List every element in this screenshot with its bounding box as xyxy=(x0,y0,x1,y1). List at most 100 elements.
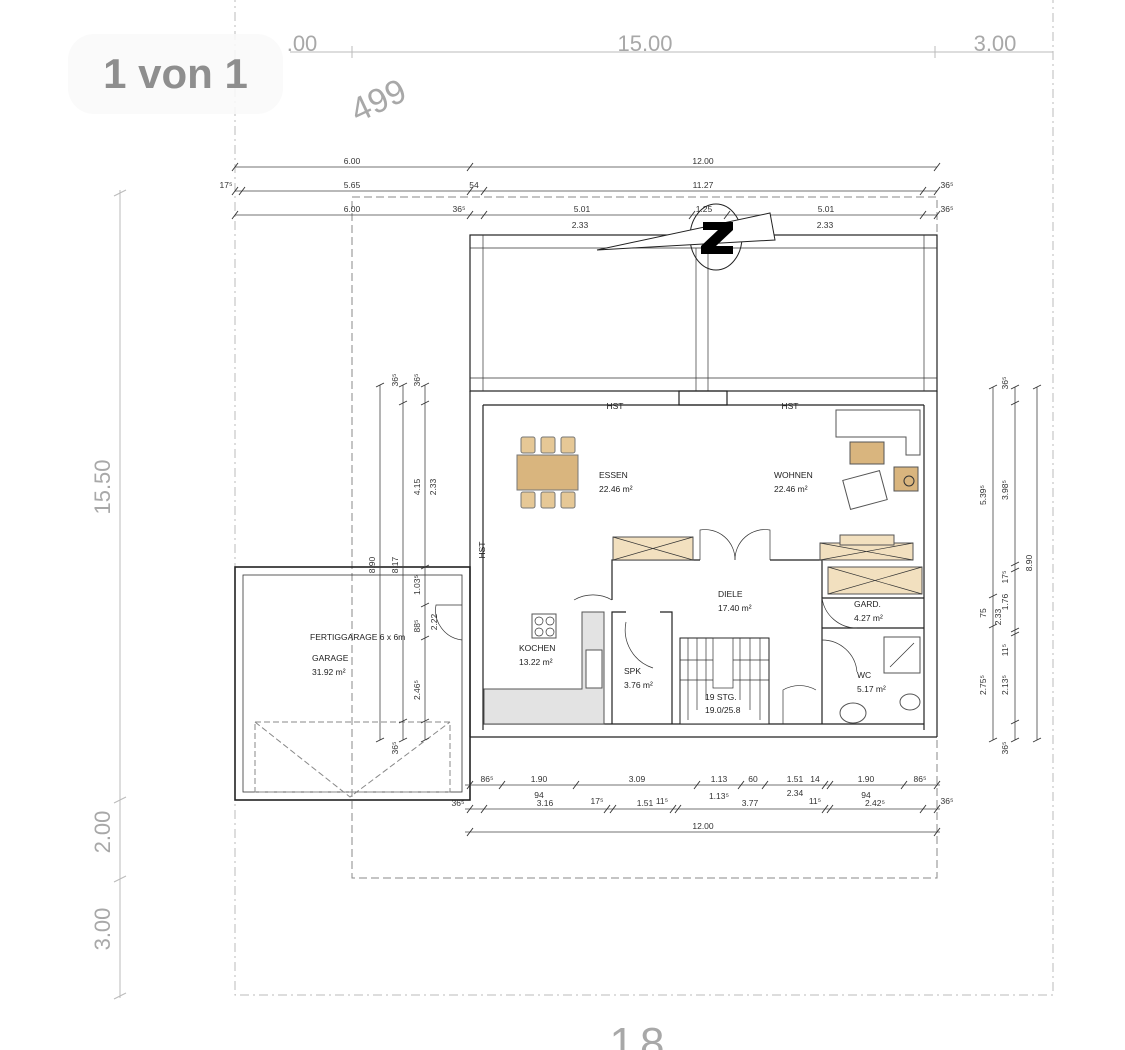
room-area: 17.40 m² xyxy=(718,603,752,613)
dim-label: 1.13⁵ xyxy=(709,791,729,801)
room-name: DIELE xyxy=(718,589,743,599)
parcel-boundary xyxy=(234,0,1054,996)
dim-label: 36⁵ xyxy=(1000,742,1010,755)
dim-label: 1.90 xyxy=(531,774,548,784)
room-area: 4.27 m² xyxy=(854,613,883,623)
dim-label: 5.01 xyxy=(818,204,835,214)
dim-label: 5.65 xyxy=(344,180,361,190)
dim-label: 1.90 xyxy=(858,774,875,784)
room-name: GARAGE xyxy=(312,653,349,663)
room-area: 22.46 m² xyxy=(599,484,633,494)
room-area: 22.46 m² xyxy=(774,484,808,494)
dim-label: 75 xyxy=(978,608,988,618)
dim-label: 2.75⁵ xyxy=(978,675,988,695)
dim-label: 60 xyxy=(748,774,758,784)
dim-label: 36⁵ xyxy=(390,374,400,387)
toilet xyxy=(899,693,921,711)
dim-label: 1.51 xyxy=(637,798,654,808)
site-dim-left: 2.00 xyxy=(90,811,115,854)
dim-label: 3.98⁵ xyxy=(1000,480,1010,500)
dim-label: 36⁵ xyxy=(941,796,954,806)
dim-label: 36⁵ xyxy=(941,204,954,214)
site-dim-left: 3.00 xyxy=(90,908,115,951)
site-plan: .00 15.00 3.00 499 15.50 2.00 3.00 18 xyxy=(90,0,1054,1050)
dim-label: 11.27 xyxy=(693,180,714,190)
washbasin xyxy=(839,702,867,724)
room-area: 13.22 m² xyxy=(519,657,553,667)
dim-label: 54 xyxy=(469,180,479,190)
dim-label: 88⁵ xyxy=(412,620,422,633)
dim-label: 5.01 xyxy=(574,204,591,214)
dim-label: 17⁵ xyxy=(220,180,233,190)
dim-label: 1.25 xyxy=(696,204,713,214)
dim-label: 8.90 xyxy=(367,556,377,573)
dim-label: 2.33 xyxy=(993,608,1003,625)
dim-label: 36⁵ xyxy=(941,180,954,190)
coffee-table xyxy=(849,441,885,465)
room-name: GARD. xyxy=(854,599,881,609)
sink xyxy=(585,649,603,689)
staircase xyxy=(679,637,770,725)
site-dim-top: 3.00 xyxy=(974,31,1017,56)
room-name: WOHNEN xyxy=(774,470,813,480)
garage-title: FERTIGGARAGE 6 x 6m xyxy=(310,632,405,642)
dim-label: 36⁵ xyxy=(412,374,422,387)
dim-label: 3.16 xyxy=(537,798,554,808)
dim-label: 6.00 xyxy=(344,204,361,214)
dim-label: 2.46⁵ xyxy=(412,680,422,700)
terrace xyxy=(469,234,938,406)
dim-label: 1.76 xyxy=(1000,593,1010,610)
dim-label: 86⁵ xyxy=(914,774,927,784)
sofa xyxy=(835,409,921,456)
room-area: 5.17 m² xyxy=(857,684,886,694)
dim-label: 2.33 xyxy=(428,478,438,495)
dim-label: 12.00 xyxy=(692,156,714,166)
room-name: ESSEN xyxy=(599,470,628,480)
north-arrow-icon xyxy=(596,203,776,271)
dim-label: 86⁵ xyxy=(481,774,494,784)
parcel-number: 499 xyxy=(345,72,412,130)
dim-label: 8.90 xyxy=(1024,554,1034,571)
left-dimensions: 8.90 8.17 36⁵ 36⁵ 4.15 2.33 1.03⁵ 88⁵ 2.… xyxy=(367,374,439,755)
dim-label: 2.33 xyxy=(817,220,834,230)
dim-label: 3.77 xyxy=(742,798,759,808)
dim-label: 36⁵ xyxy=(1000,377,1010,390)
dim-label: 36⁵ xyxy=(390,742,400,755)
room-name: SPK xyxy=(624,666,641,676)
dim-label: 12.00 xyxy=(692,821,714,831)
site-dim-top: 15.00 xyxy=(617,31,672,56)
site-dim-left: 15.50 xyxy=(90,459,115,514)
garage: FERTIGGARAGE 6 x 6m GARAGE 31.92 m² xyxy=(234,566,471,801)
dim-label: 17⁵ xyxy=(1000,571,1010,584)
dim-label: 94 xyxy=(861,790,871,800)
armchair xyxy=(842,469,888,511)
stairs-ratio: 19.0/25.8 xyxy=(705,705,741,715)
site-dim-top: .00 xyxy=(287,31,318,56)
bottom-dimensions: 86⁵ 1.90 3.09 1.13 60 1.51 14 1.90 86⁵ 9… xyxy=(452,774,954,837)
dim-label: 2.34 xyxy=(787,788,804,798)
dim-label: 94 xyxy=(534,790,544,800)
right-dimensions: 36⁵ 5.39⁵ 3.98⁵ 17⁵ 1.76 2.33 75 11⁵ 2.7… xyxy=(978,377,1042,755)
room-name: KOCHEN xyxy=(519,643,555,653)
room-name: WC xyxy=(857,670,871,680)
hst-label: HST xyxy=(477,542,487,559)
dim-label: 14 xyxy=(810,774,820,784)
dim-label: 36⁵ xyxy=(453,204,466,214)
top-dimensions: 6.00 12.00 17⁵ 5.65 54 11.27 36⁵ 6.00 36… xyxy=(220,156,954,230)
dim-label: 2.33 xyxy=(572,220,589,230)
dim-label: 11⁵ xyxy=(1000,644,1010,656)
dim-label: 17⁵ xyxy=(591,796,604,806)
furniture xyxy=(483,409,923,725)
dim-label: 6.00 xyxy=(344,156,361,166)
dim-label: 2.22 xyxy=(429,613,439,630)
page-indicator: 1 von 1 xyxy=(68,34,283,114)
dim-label: 3.09 xyxy=(629,774,646,784)
dim-label: 4.15 xyxy=(412,478,422,495)
kitchen-counter xyxy=(483,611,605,725)
dim-label: 2.42⁵ xyxy=(865,798,885,808)
dim-label: 8.17 xyxy=(390,556,400,573)
dim-label: 1.03⁵ xyxy=(412,575,422,595)
room-labels: ESSEN 22.46 m² WOHNEN 22.46 m² DIELE 17.… xyxy=(519,470,886,715)
dim-label: 5.39⁵ xyxy=(978,485,988,505)
